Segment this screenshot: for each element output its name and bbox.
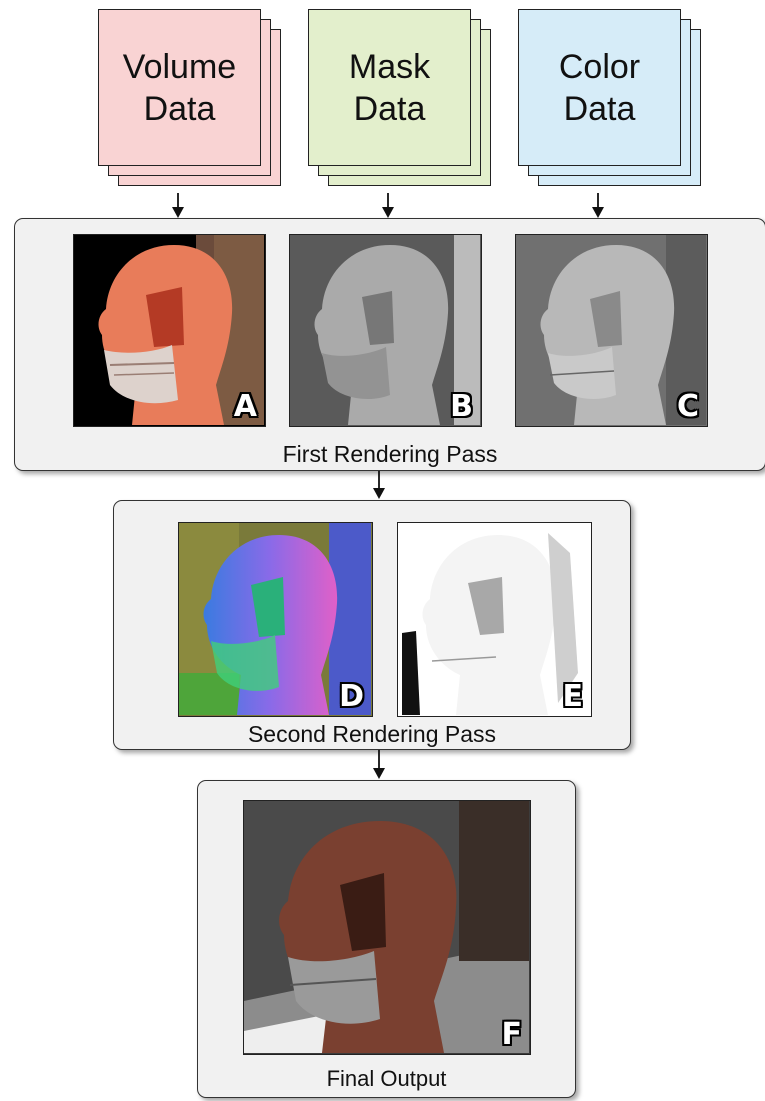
volume-data-label-line-2: Data xyxy=(144,88,216,130)
second-rendering-pass-panel: D E Second Rendering Pass xyxy=(113,500,631,750)
mask-data-sheet-front: Mask Data xyxy=(308,9,471,166)
arrow-color-to-first-pass xyxy=(591,193,605,219)
badge-a: A xyxy=(234,392,257,422)
second-rendering-pass-label: Second Rendering Pass xyxy=(114,721,630,748)
render-image-b: B xyxy=(289,234,482,427)
render-image-d: D xyxy=(178,522,373,717)
final-output-label: Final Output xyxy=(198,1066,575,1092)
mask-data-label-line-2: Data xyxy=(354,88,426,130)
render-image-a: A xyxy=(73,234,266,427)
render-image-c: C xyxy=(515,234,708,427)
render-image-e: E xyxy=(397,522,592,717)
badge-b: B xyxy=(450,392,473,422)
arrow-mask-to-first-pass xyxy=(381,193,395,219)
final-output-panel: F Final Output xyxy=(197,780,576,1098)
first-rendering-pass-panel: A B C First Rendering Pass xyxy=(14,218,765,471)
badge-f: F xyxy=(502,1020,523,1050)
color-data-label-line-1: Color xyxy=(559,46,640,88)
mask-data-label-line-1: Mask xyxy=(349,46,430,88)
arrow-second-pass-to-final xyxy=(372,750,386,780)
volume-data-label-line-1: Volume xyxy=(123,46,236,88)
render-image-f: F xyxy=(243,800,531,1055)
arrow-first-to-second-pass xyxy=(372,471,386,500)
color-data-sheet-front: Color Data xyxy=(518,9,681,166)
badge-d: D xyxy=(339,682,364,712)
volume-data-stack: Volume Data xyxy=(98,9,283,194)
first-rendering-pass-label: First Rendering Pass xyxy=(15,441,765,468)
color-data-stack: Color Data xyxy=(518,9,703,194)
mask-data-stack: Mask Data xyxy=(308,9,493,194)
arrow-volume-to-first-pass xyxy=(171,193,185,219)
color-data-label-line-2: Data xyxy=(564,88,636,130)
badge-c: C xyxy=(677,392,699,422)
badge-e: E xyxy=(563,682,584,712)
volume-data-sheet-front: Volume Data xyxy=(98,9,261,166)
